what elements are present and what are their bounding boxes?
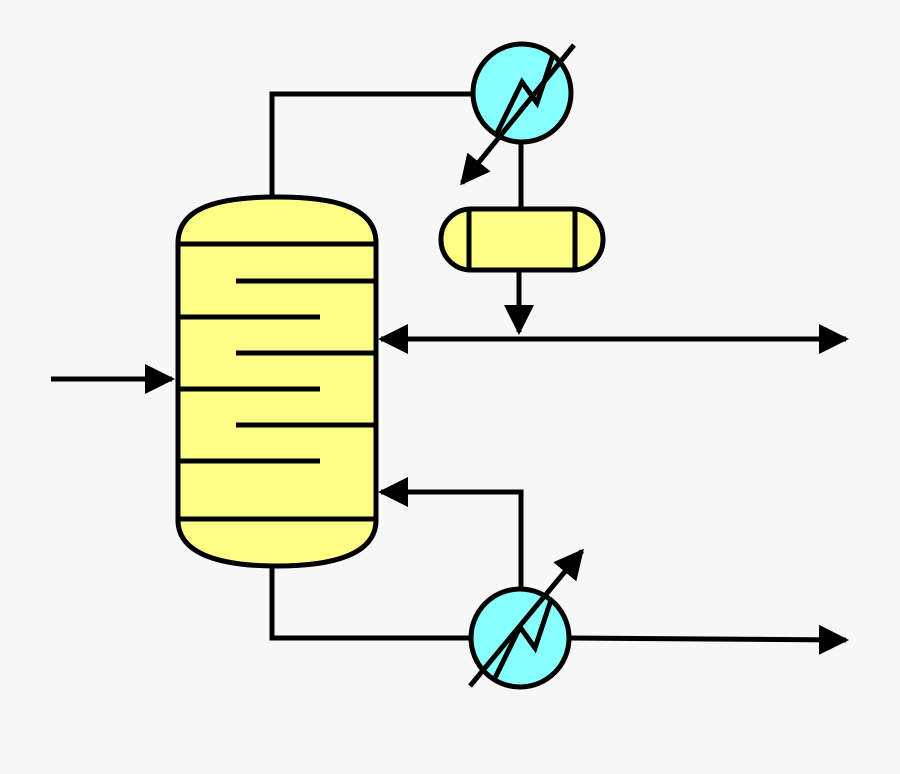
condenser-shell (470, 41, 574, 145)
overhead-vapor-line (269, 91, 472, 197)
reboiler (468, 548, 584, 690)
reflux-drum-shell (438, 206, 606, 273)
bottoms-product-line (569, 624, 849, 655)
reflux-drum (438, 206, 606, 273)
condenser-coolant-arrow (460, 43, 576, 186)
reboiler-shell (468, 586, 572, 690)
bottoms-line (269, 566, 470, 641)
condenser (460, 41, 576, 186)
boilup-line (378, 477, 524, 589)
distillation-column (175, 194, 379, 569)
reboiler-coil-icon (492, 599, 554, 680)
column-shell (175, 194, 379, 569)
reboiler-heating-arrow (468, 548, 584, 688)
